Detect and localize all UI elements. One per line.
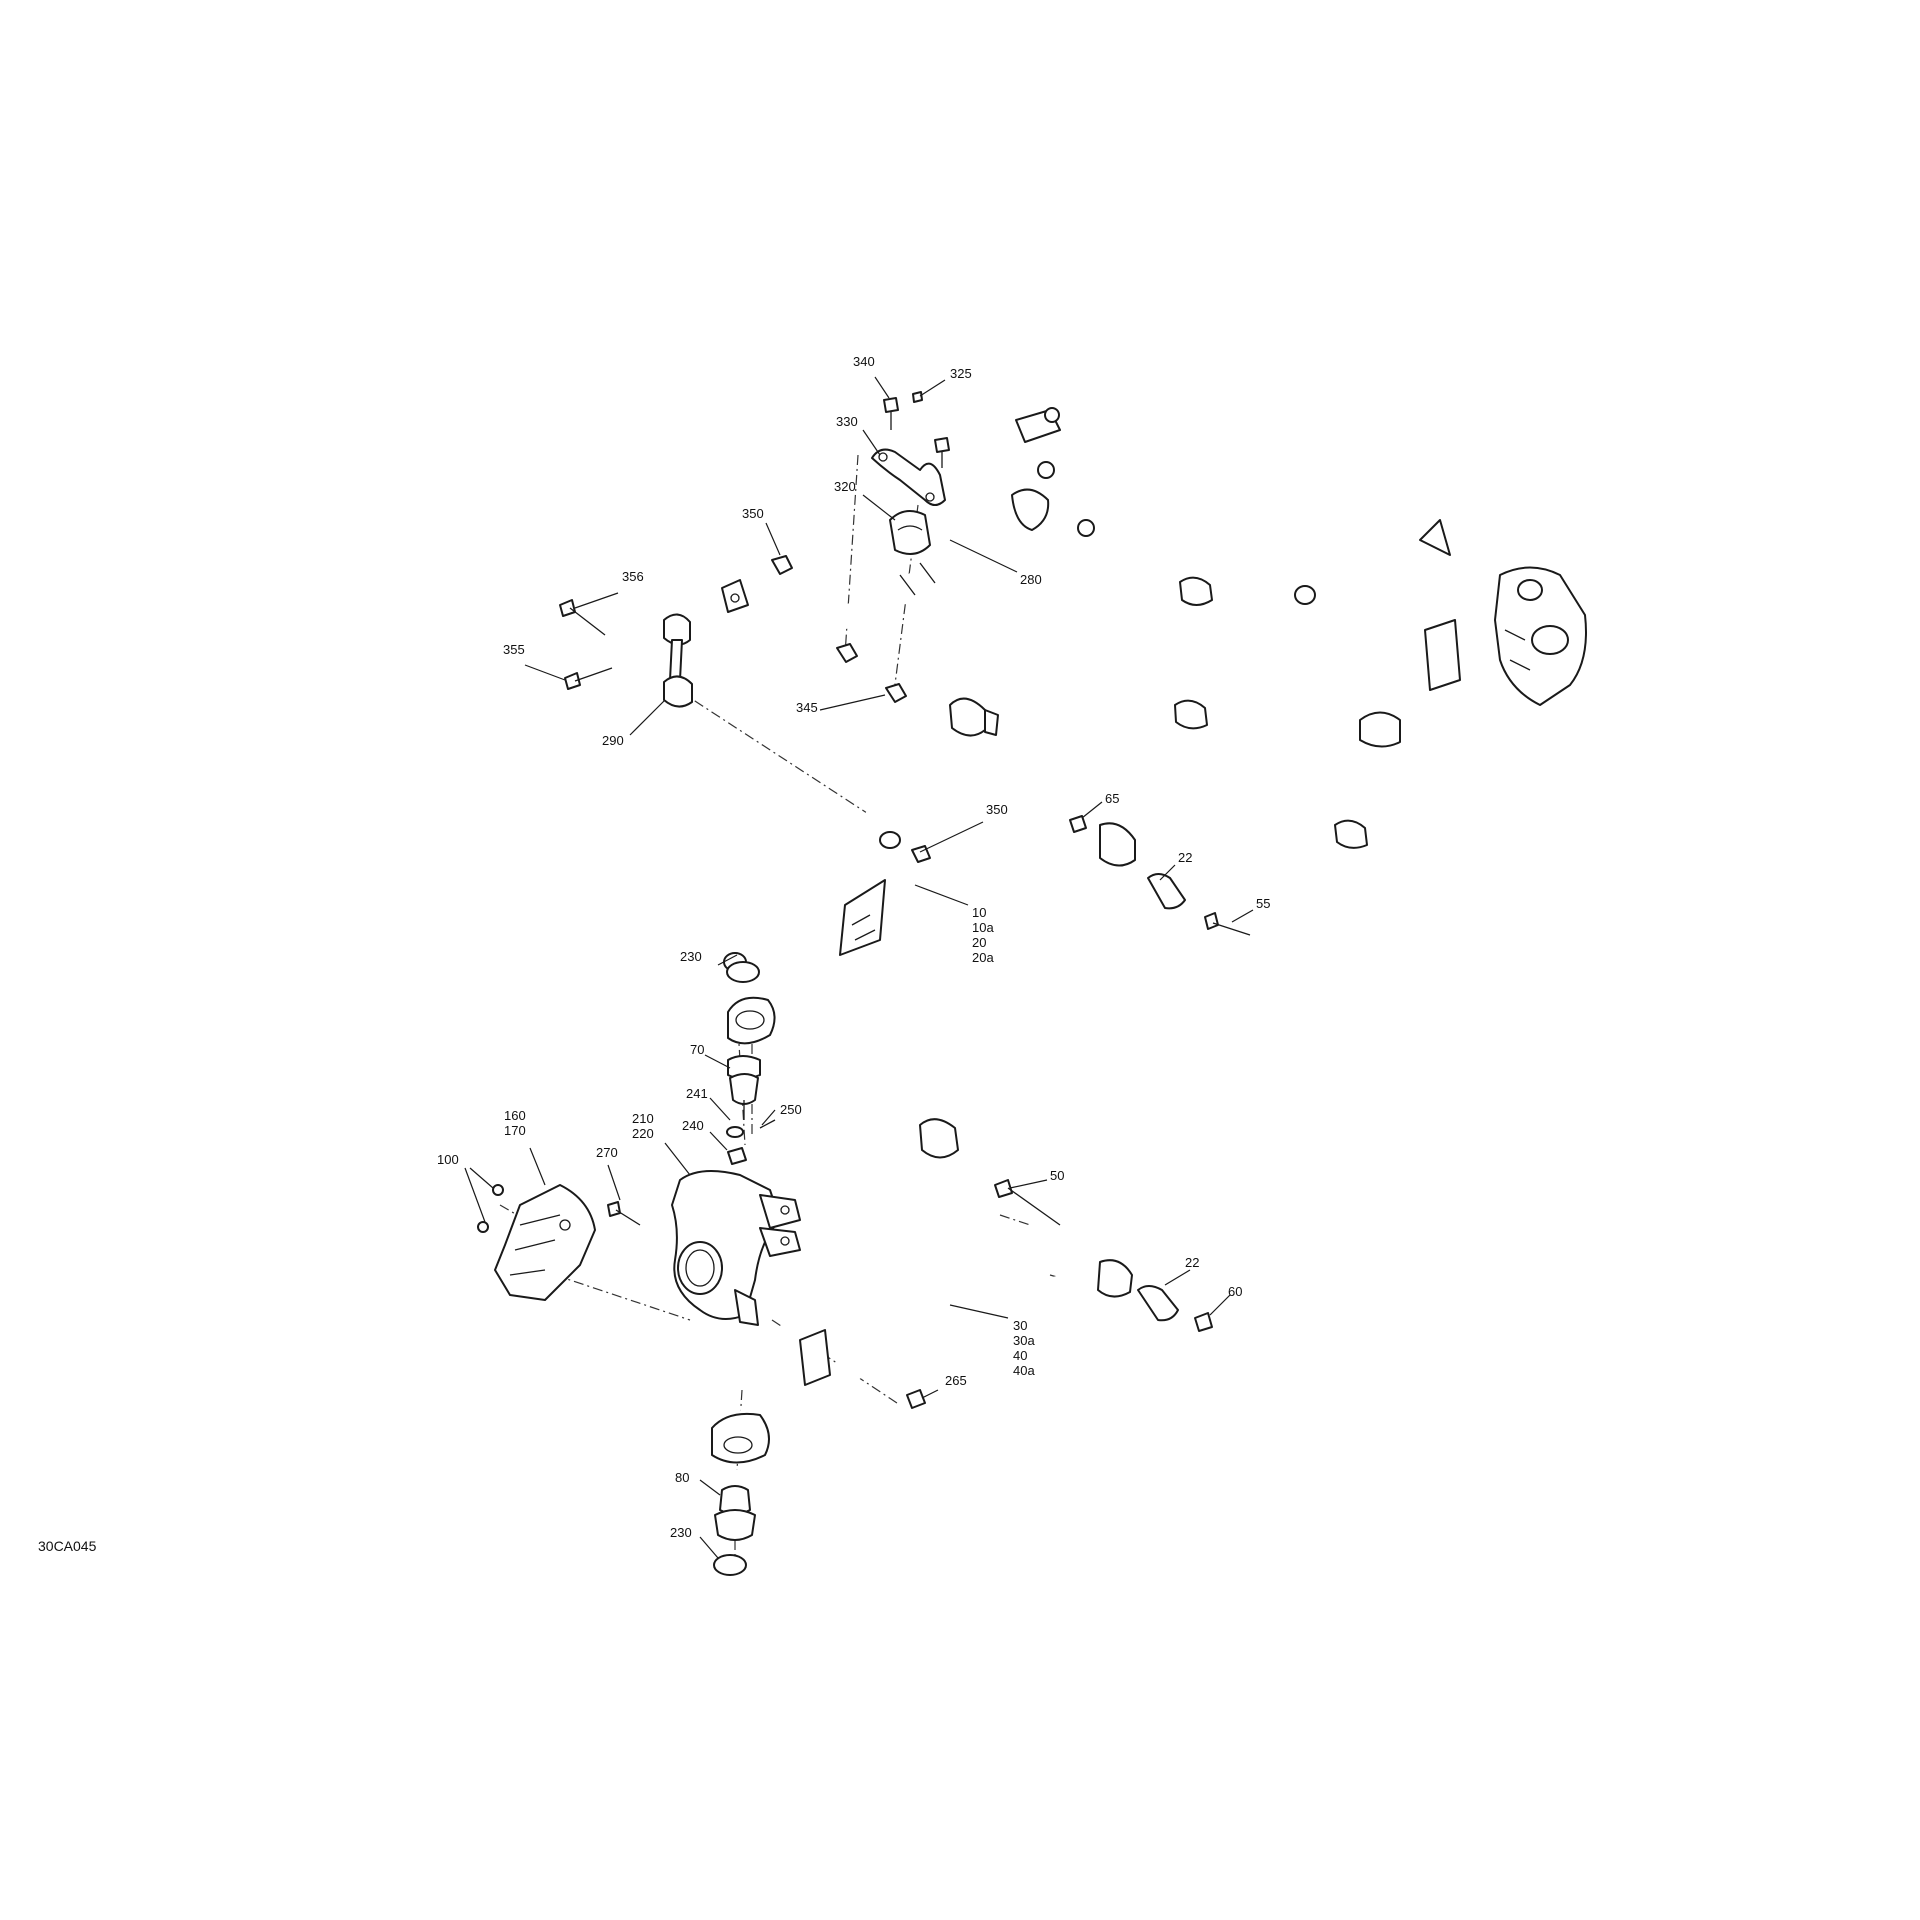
guard-plate: [477, 1184, 596, 1301]
callout-210-group: 210 220: [632, 1111, 654, 1141]
callout-230-lower: 230: [670, 1525, 692, 1540]
washer-and-nut: [726, 1119, 776, 1165]
steering-knuckle: [671, 1170, 801, 1326]
knuckle-bolt: [607, 1201, 641, 1226]
callout-325: 325: [950, 366, 972, 381]
callout-340: 340: [853, 354, 875, 369]
upper-a-arm: [727, 697, 1136, 1045]
callout-70: 70: [690, 1042, 705, 1057]
callout-10-group: 10 10a 20 20a: [972, 905, 994, 965]
stabilizer-link: [559, 599, 693, 708]
callout-355: 355: [503, 642, 525, 657]
callout-65: 65: [1105, 791, 1120, 806]
lower-arm-hardware: [906, 1179, 1213, 1409]
callout-250: 250: [780, 1102, 802, 1117]
flange-nuts: [771, 555, 907, 703]
callout-350-top: 350: [742, 506, 764, 521]
stabilizer-bar: [721, 392, 1132, 633]
callout-345: 345: [796, 700, 818, 715]
callout-100: 100: [437, 1152, 459, 1167]
callout-60: 60: [1228, 1284, 1243, 1299]
callout-330: 330: [836, 414, 858, 429]
leader-lines: [464, 376, 1254, 1559]
callout-356: 356: [622, 569, 644, 584]
callout-55: 55: [1256, 896, 1271, 911]
callout-280: 280: [1020, 572, 1042, 587]
figure-id: 30CA045: [38, 1538, 97, 1554]
callout-265: 265: [945, 1373, 967, 1388]
lower-a-arm: [711, 1118, 1133, 1464]
stabilizer-bushing: [889, 510, 931, 555]
callout-270: 270: [596, 1145, 618, 1160]
callout-290: 290: [602, 733, 624, 748]
callout-240: 240: [682, 1118, 704, 1133]
callout-80: 80: [675, 1470, 690, 1485]
assembled-view: [1174, 519, 1587, 849]
callout-320: 320: [834, 479, 856, 494]
bushing-clamp: [871, 448, 946, 506]
callout-50: 50: [1050, 1168, 1065, 1183]
callout-350-mid: 350: [986, 802, 1008, 817]
callout-241: 241: [686, 1086, 708, 1101]
callout-30-group: 30 30a 40 40a: [1013, 1318, 1035, 1378]
callout-230-upper: 230: [680, 949, 702, 964]
callout-22-lower: 22: [1185, 1255, 1200, 1270]
callout-22-upper: 22: [1178, 850, 1193, 865]
lower-ball-joint: [713, 961, 760, 1576]
upper-ball-joint: [727, 1055, 761, 1120]
callout-160-group: 160 170: [504, 1108, 526, 1138]
flange-bolts: [883, 391, 950, 468]
